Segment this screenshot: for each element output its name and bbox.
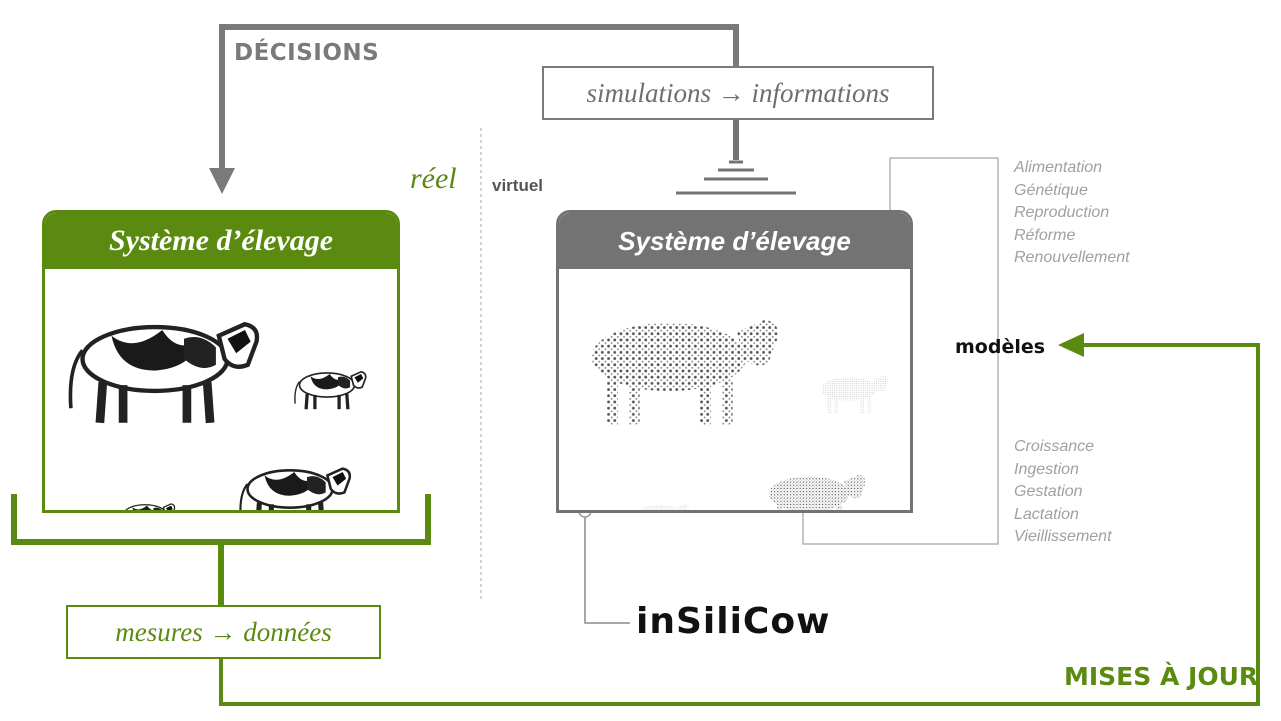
- real-system-title: Système d’élevage: [45, 213, 397, 269]
- virtual-system-title: Système d’élevage: [559, 213, 910, 269]
- model-item: Réforme: [1014, 226, 1076, 244]
- virtual-label: virtuel: [492, 176, 544, 195]
- model-list-management: Alimentation Génétique Reproduction Réfo…: [1014, 157, 1130, 270]
- real-herd-illustration: [45, 269, 368, 510]
- insilicow-logo: inSiliCow: [636, 601, 831, 642]
- model-list-biology: Croissance Ingestion Gestation Lactation…: [1014, 436, 1112, 549]
- simulation-info-box: simulations → informations: [542, 66, 934, 120]
- real-label: réel: [410, 162, 457, 195]
- model-item: Vieillissement: [1014, 528, 1112, 546]
- decisions-label: DÉCISIONS: [234, 40, 380, 66]
- model-item: Génétique: [1014, 181, 1088, 199]
- model-item: Reproduction: [1014, 204, 1110, 222]
- model-item: Croissance: [1014, 438, 1095, 455]
- model-item: Lactation: [1014, 505, 1079, 523]
- real-system-card: Système d’élevage: [42, 210, 400, 513]
- model-item: Gestation: [1014, 483, 1083, 501]
- virtual-system-card: Système d’élevage: [556, 210, 913, 513]
- measurement-data-box: mesures → données: [66, 605, 381, 659]
- virtual-herd-illustration: [591, 319, 888, 510]
- models-label: modèles: [955, 336, 1046, 358]
- model-item: Renouvellement: [1014, 249, 1130, 267]
- model-item: Alimentation: [1014, 159, 1103, 176]
- updates-label: MISES À JOUR: [1064, 662, 1259, 691]
- update-arrowhead: [1058, 333, 1084, 357]
- decision-arrowhead: [209, 168, 235, 194]
- model-item: Ingestion: [1014, 460, 1079, 478]
